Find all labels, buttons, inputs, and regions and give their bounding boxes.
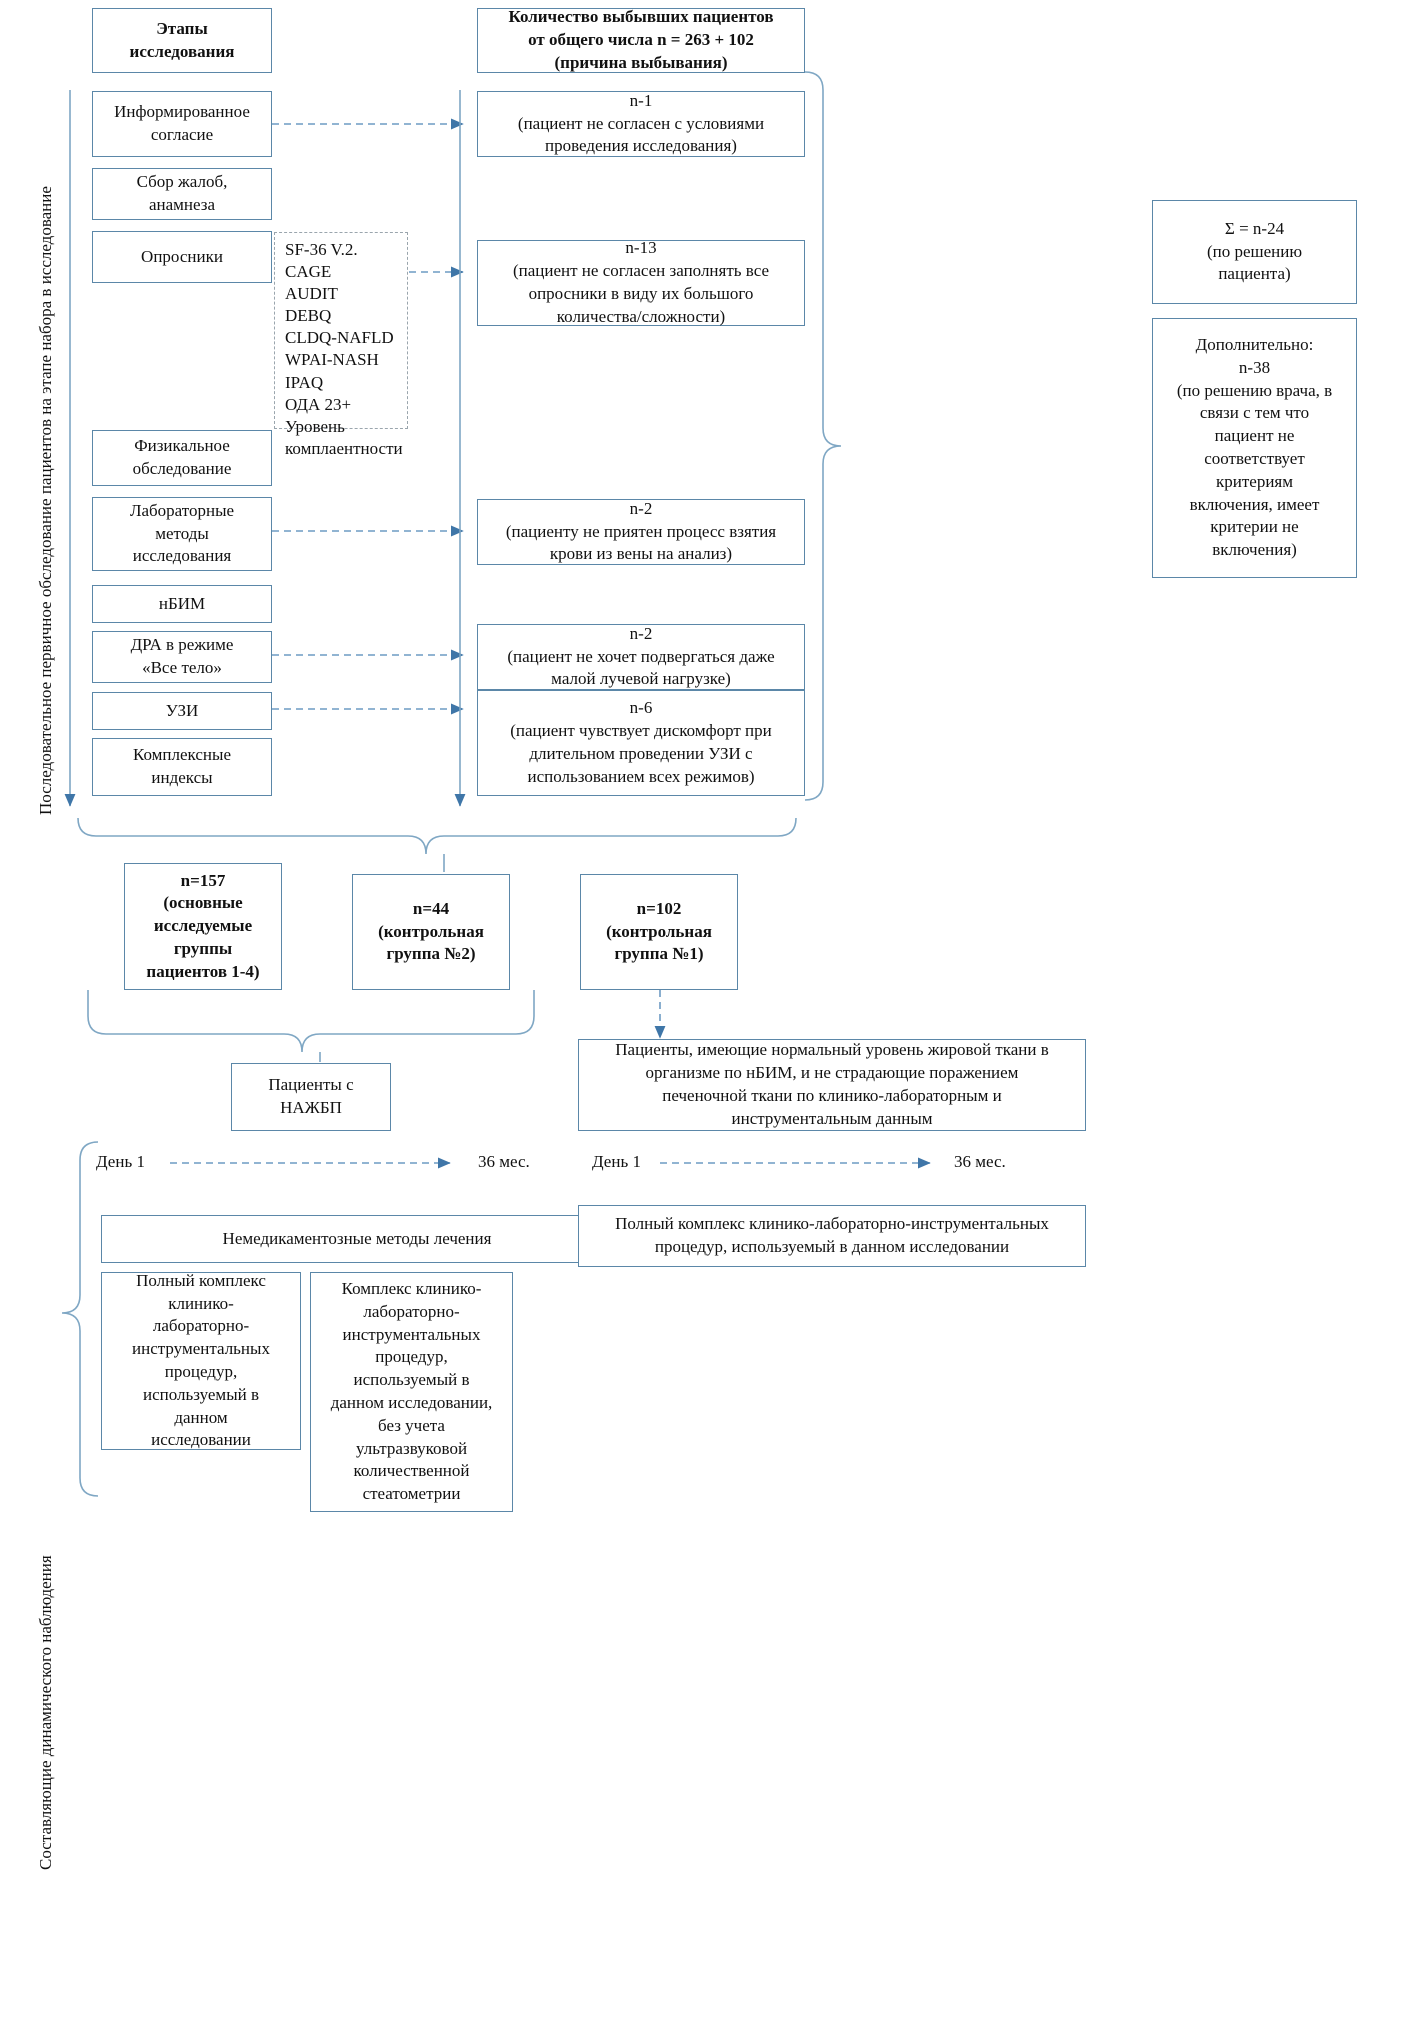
dropout-n6-ultrasound-count: n-6 bbox=[629, 698, 653, 718]
timeline-right-end: 36 мес. bbox=[954, 1152, 1006, 1171]
stage-complaints-history-label: Сбор жалоб,анамнеза bbox=[136, 172, 228, 214]
questionnaire-item: CAGE bbox=[285, 262, 332, 282]
followup-complex-no-steato-label: Комплекс клинико-лабораторно-инструмента… bbox=[330, 1279, 493, 1504]
stage-questionnaires: Опросники bbox=[92, 231, 272, 283]
timeline-left-start: День 1 bbox=[96, 1152, 145, 1171]
dropout-gather-brace bbox=[804, 71, 842, 801]
questionnaire-item: WPAI-NASH bbox=[285, 350, 379, 370]
stage-questionnaires-label: Опросники bbox=[141, 246, 223, 266]
stage-nbim-label: нБИМ bbox=[158, 593, 206, 613]
followup-right-full-complex-box: Полный комплекс клинико-лабораторно-инст… bbox=[578, 1205, 1086, 1267]
enrollment-side-label: Последовательное первичное обследование … bbox=[36, 186, 55, 815]
questionnaire-item: IPAQ bbox=[285, 372, 324, 392]
stage-dxa-whole-body: ДРА в режиме«Все тело» bbox=[92, 631, 272, 683]
followup-non-drug-box: Немедикаментозные методы лечения bbox=[101, 1215, 613, 1263]
questionnaire-item: DEBQ bbox=[285, 306, 332, 326]
header-dropouts: Количество выбывших пациентов от общего … bbox=[477, 7, 805, 73]
header-dropouts-line3: (причина выбывания) bbox=[554, 52, 728, 72]
control-description-label: Пациенты, имеющие нормальный уровень жир… bbox=[615, 1040, 1049, 1128]
followup-right-full-complex-label: Полный комплекс клинико-лабораторно-инст… bbox=[615, 1214, 1049, 1256]
header-stages-line2: исследования bbox=[129, 41, 235, 61]
timeline-right-start: День 1 bbox=[592, 1152, 641, 1171]
timeline-left-end: 36 мес. bbox=[478, 1152, 530, 1171]
follow-up-side-label: Составляющие динамического наблюдения bbox=[36, 1555, 55, 1870]
dropout-n1-count: n-1 bbox=[629, 90, 653, 110]
dropout-n2-blood-count: n-2 bbox=[629, 498, 653, 518]
follow-up-brace bbox=[61, 1141, 99, 1497]
questionnaire-item: ОДА 23+ bbox=[285, 394, 352, 414]
questionnaire-item: AUDIT bbox=[285, 284, 338, 304]
groups-brace bbox=[77, 817, 797, 855]
stage-ultrasound-label: УЗИ bbox=[165, 700, 199, 720]
stage-ultrasound: УЗИ bbox=[92, 692, 272, 730]
stage-dxa-whole-body-label: ДРА в режиме«Все тело» bbox=[130, 635, 234, 677]
questionnaire-item: CLDQ-NAFLD bbox=[285, 328, 394, 348]
nafld-brace bbox=[87, 990, 535, 1053]
questionnaire-item: комплаентности bbox=[285, 438, 403, 458]
control-description-box: Пациенты, имеющие нормальный уровень жир… bbox=[578, 1039, 1086, 1131]
dropout-n13-count: n-13 bbox=[625, 238, 657, 258]
questionnaire-item: SF-36 V.2. bbox=[285, 240, 358, 259]
stage-complaints-history: Сбор жалоб,анамнеза bbox=[92, 168, 272, 220]
header-dropouts-line2: от общего числа n = 263 + 102 bbox=[528, 30, 754, 50]
questionnaire-item: Уровень bbox=[285, 416, 345, 436]
followup-complex-no-steato-box: Комплекс клинико-лабораторно-инструмента… bbox=[310, 1272, 513, 1512]
header-stages-line1: Этапы bbox=[156, 18, 208, 38]
header-dropouts-line1: Количество выбывших пациентов bbox=[508, 7, 774, 27]
header-stages: Этапы исследования bbox=[92, 8, 272, 73]
dropout-n2-radiation-count: n-2 bbox=[629, 623, 653, 643]
stage-nbim: нБИМ bbox=[92, 585, 272, 623]
followup-non-drug-label: Немедикаментозные методы лечения bbox=[222, 1228, 492, 1248]
